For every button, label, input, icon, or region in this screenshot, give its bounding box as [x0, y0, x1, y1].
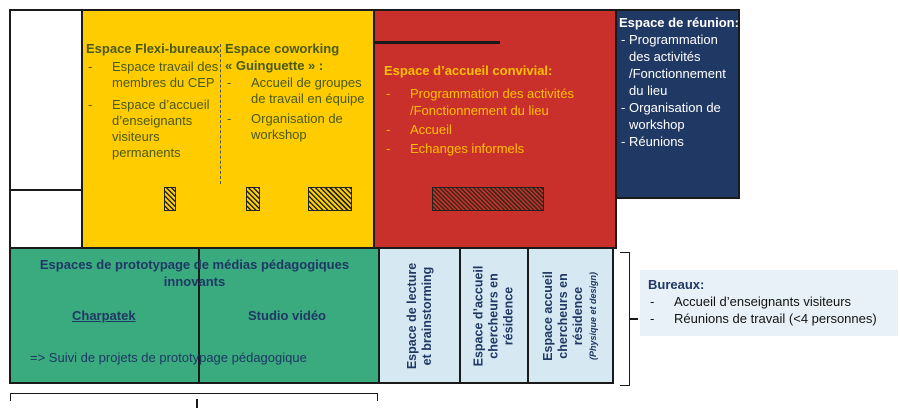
- prototypage-title: Espaces de prototypage de médias pédagog…: [12, 256, 377, 290]
- reunion-item: Organisation de workshop: [619, 99, 739, 133]
- coworking-title-2: « Guinguette » :: [225, 58, 324, 73]
- chercheurs-line1: Espace d’accueil: [471, 265, 486, 366]
- furniture-marker: [246, 187, 260, 211]
- prototypage-title-1: Espaces de prototypage de médias pédagog…: [39, 257, 350, 272]
- convivial-section: Espace d’accueil convivial: Programmatio…: [384, 62, 616, 157]
- chercheurs-zone: Espace d’accueil chercheurs en résidence: [459, 247, 529, 384]
- furniture-marker: [432, 187, 544, 211]
- partition-line: [375, 41, 500, 44]
- studio-label: Studio vidéo: [248, 308, 326, 323]
- lecture-zone: Espace de lecture et brainstorming: [378, 247, 461, 384]
- bottom-bracket: [10, 393, 378, 401]
- bureaux-box: Bureaux: Accueil d’enseignants visiteurs…: [640, 270, 898, 336]
- flexi-item: Espace travail des membres du CEP: [86, 59, 222, 91]
- chercheurs-design-zone: Espace accueil chercheurs en résidence (…: [527, 247, 614, 384]
- chercheurs-design-line4: (Physique et design): [587, 271, 598, 360]
- prototypage-title-2: innovants: [163, 274, 226, 289]
- bureaux-title: Bureaux:: [648, 277, 705, 292]
- prototypage-zone: [9, 247, 380, 384]
- chercheurs-line3: résidence: [501, 286, 516, 345]
- convivial-title: Espace d’accueil convivial:: [384, 63, 553, 78]
- coworking-title-1: Espace coworking: [225, 41, 340, 56]
- white-zone-bottom: [9, 189, 83, 249]
- right-bracket-tick: [630, 318, 638, 320]
- lecture-line2: et brainstorming: [419, 266, 434, 365]
- chercheurs-design-line2: chercheurs en: [555, 272, 570, 359]
- chercheurs-design-line3: résidence: [570, 286, 585, 345]
- charpatek-label: Charpatek: [72, 308, 136, 323]
- right-bracket: [620, 252, 630, 386]
- reunion-item: Programmation des activités /Fonctionnem…: [619, 31, 739, 99]
- reunion-item: Réunions: [619, 133, 739, 150]
- furniture-marker: [164, 187, 176, 211]
- flexi-title: Espace Flexi-bureaux: [86, 41, 220, 56]
- suivi-label: => Suivi de projets de prototypage pédag…: [30, 350, 307, 365]
- flexi-section: Espace Flexi-bureaux Espace travail des …: [86, 40, 222, 161]
- prototypage-divider: [198, 248, 200, 383]
- convivial-item: Echanges informels: [384, 140, 616, 157]
- coworking-section: Espace coworking « Guinguette » : Accuei…: [225, 40, 373, 143]
- flexi-item: Espace d’accueil d’enseignants visiteurs…: [86, 97, 222, 161]
- reunion-section: Espace de réunion: Programmation des act…: [619, 14, 739, 150]
- furniture-marker: [308, 187, 352, 211]
- coworking-item: Organisation de workshop: [225, 111, 373, 143]
- reunion-title: Espace de réunion:: [619, 15, 739, 30]
- convivial-item: Programmation des activités /Fonctionnem…: [384, 85, 616, 119]
- bureaux-item: Réunions de travail (<4 personnes): [648, 310, 890, 327]
- bottom-bracket-tick: [196, 399, 198, 408]
- chercheurs-line2: chercheurs en: [486, 272, 501, 359]
- chercheurs-design-line1: Espace accueil: [540, 270, 555, 361]
- white-zone-top: [9, 9, 83, 191]
- convivial-item: Accueil: [384, 121, 616, 138]
- bureaux-item: Accueil d’enseignants visiteurs: [648, 293, 890, 310]
- coworking-item: Accueil de groupes de travail en équipe: [225, 75, 373, 107]
- lecture-line1: Espace de lecture: [404, 262, 419, 369]
